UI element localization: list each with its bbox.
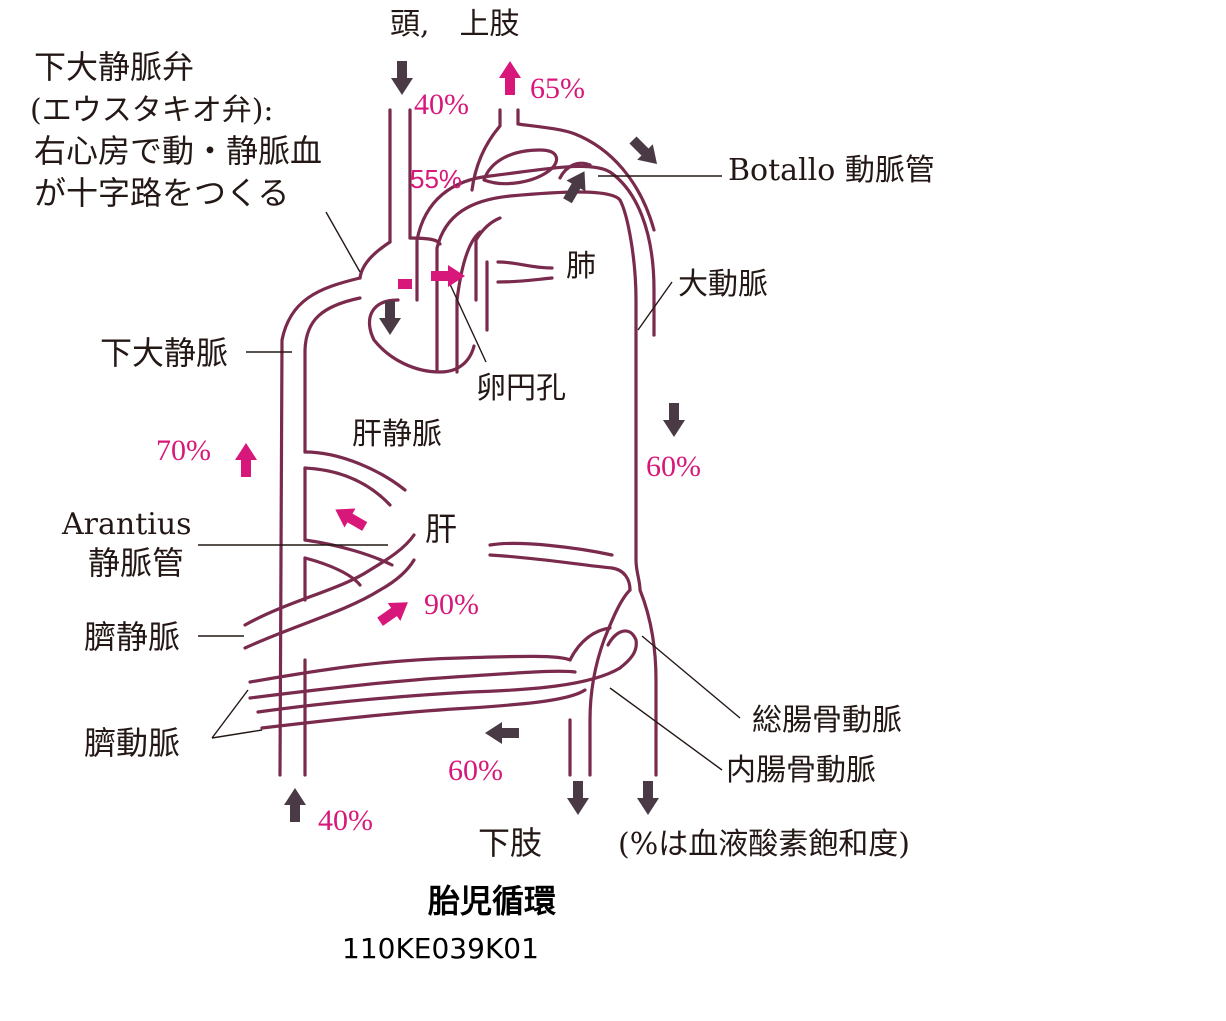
lower-limb-label: 下肢 [478,824,542,862]
ivc-valve-label-4: が十字路をつくる [34,174,289,212]
figure-code: 110KE039K01 [342,932,539,965]
internal-iliac-label: 内腸骨動脈 [726,753,876,788]
ivc-up-arrow [235,443,257,477]
ductus-venosus-arrow [329,499,371,537]
aorta-down-percent: 60% [646,450,701,483]
saturation-note: (%は血液酸素飽和度) [618,827,910,862]
ivc-valve-label-3: 右心房で動・静脈血 [34,132,322,170]
ivc-label: 下大静脈 [100,334,228,372]
ivc-up-percent: 70% [156,434,211,467]
svc-down-arrow [391,61,413,95]
svc-left-percent: 55% [410,164,462,194]
foramen-ovale-label: 卵円孔 [476,371,566,406]
umbilical-artery-label: 臍動脈 [84,724,180,762]
left-leg-arrow [567,781,589,815]
vessel-network [243,108,658,777]
lung-label: 肺 [566,249,596,284]
hepatic-vein-label: 肝静脈 [352,417,442,452]
liver-label: 肝 [425,510,457,548]
umbilical-vein-label: 臍静脈 [84,618,180,656]
umbilical-artery-arrow [485,722,519,744]
aorta-label: 大動脈 [678,267,768,302]
svc-in-percent: 40% [414,88,469,121]
umbilical-in-percent: 90% [424,588,479,621]
ductus-arrow [625,132,665,172]
umbilical-artery-percent: 60% [448,754,503,787]
leg-return-arrow [284,788,306,822]
aorta-down-arrow [663,403,685,437]
ivc-valve-label-1: 下大静脈弁 [34,48,194,86]
head-arms-label: 頭, 上肢 [390,7,520,42]
ra-down-arrow [379,301,401,335]
ivc-valve-label-2: (エウスタキオ弁): [30,93,274,128]
common-iliac-label: 総腸骨動脈 [752,703,902,738]
foramen-arrow-tail [398,279,412,289]
leg-return-percent: 40% [318,804,373,837]
umbilical-vein-arrow [373,593,415,631]
right-leg-arrow [637,781,659,815]
head-up-arrow [499,61,521,95]
figure-title: 胎児循環 [427,882,556,920]
leader-lines [198,175,741,771]
head-out-percent: 65% [530,72,585,105]
botallo-label: Botallo 動脈管 [728,153,935,188]
arantius-label-1: Arantius [61,507,192,542]
arantius-label-2: 静脈管 [88,544,184,582]
